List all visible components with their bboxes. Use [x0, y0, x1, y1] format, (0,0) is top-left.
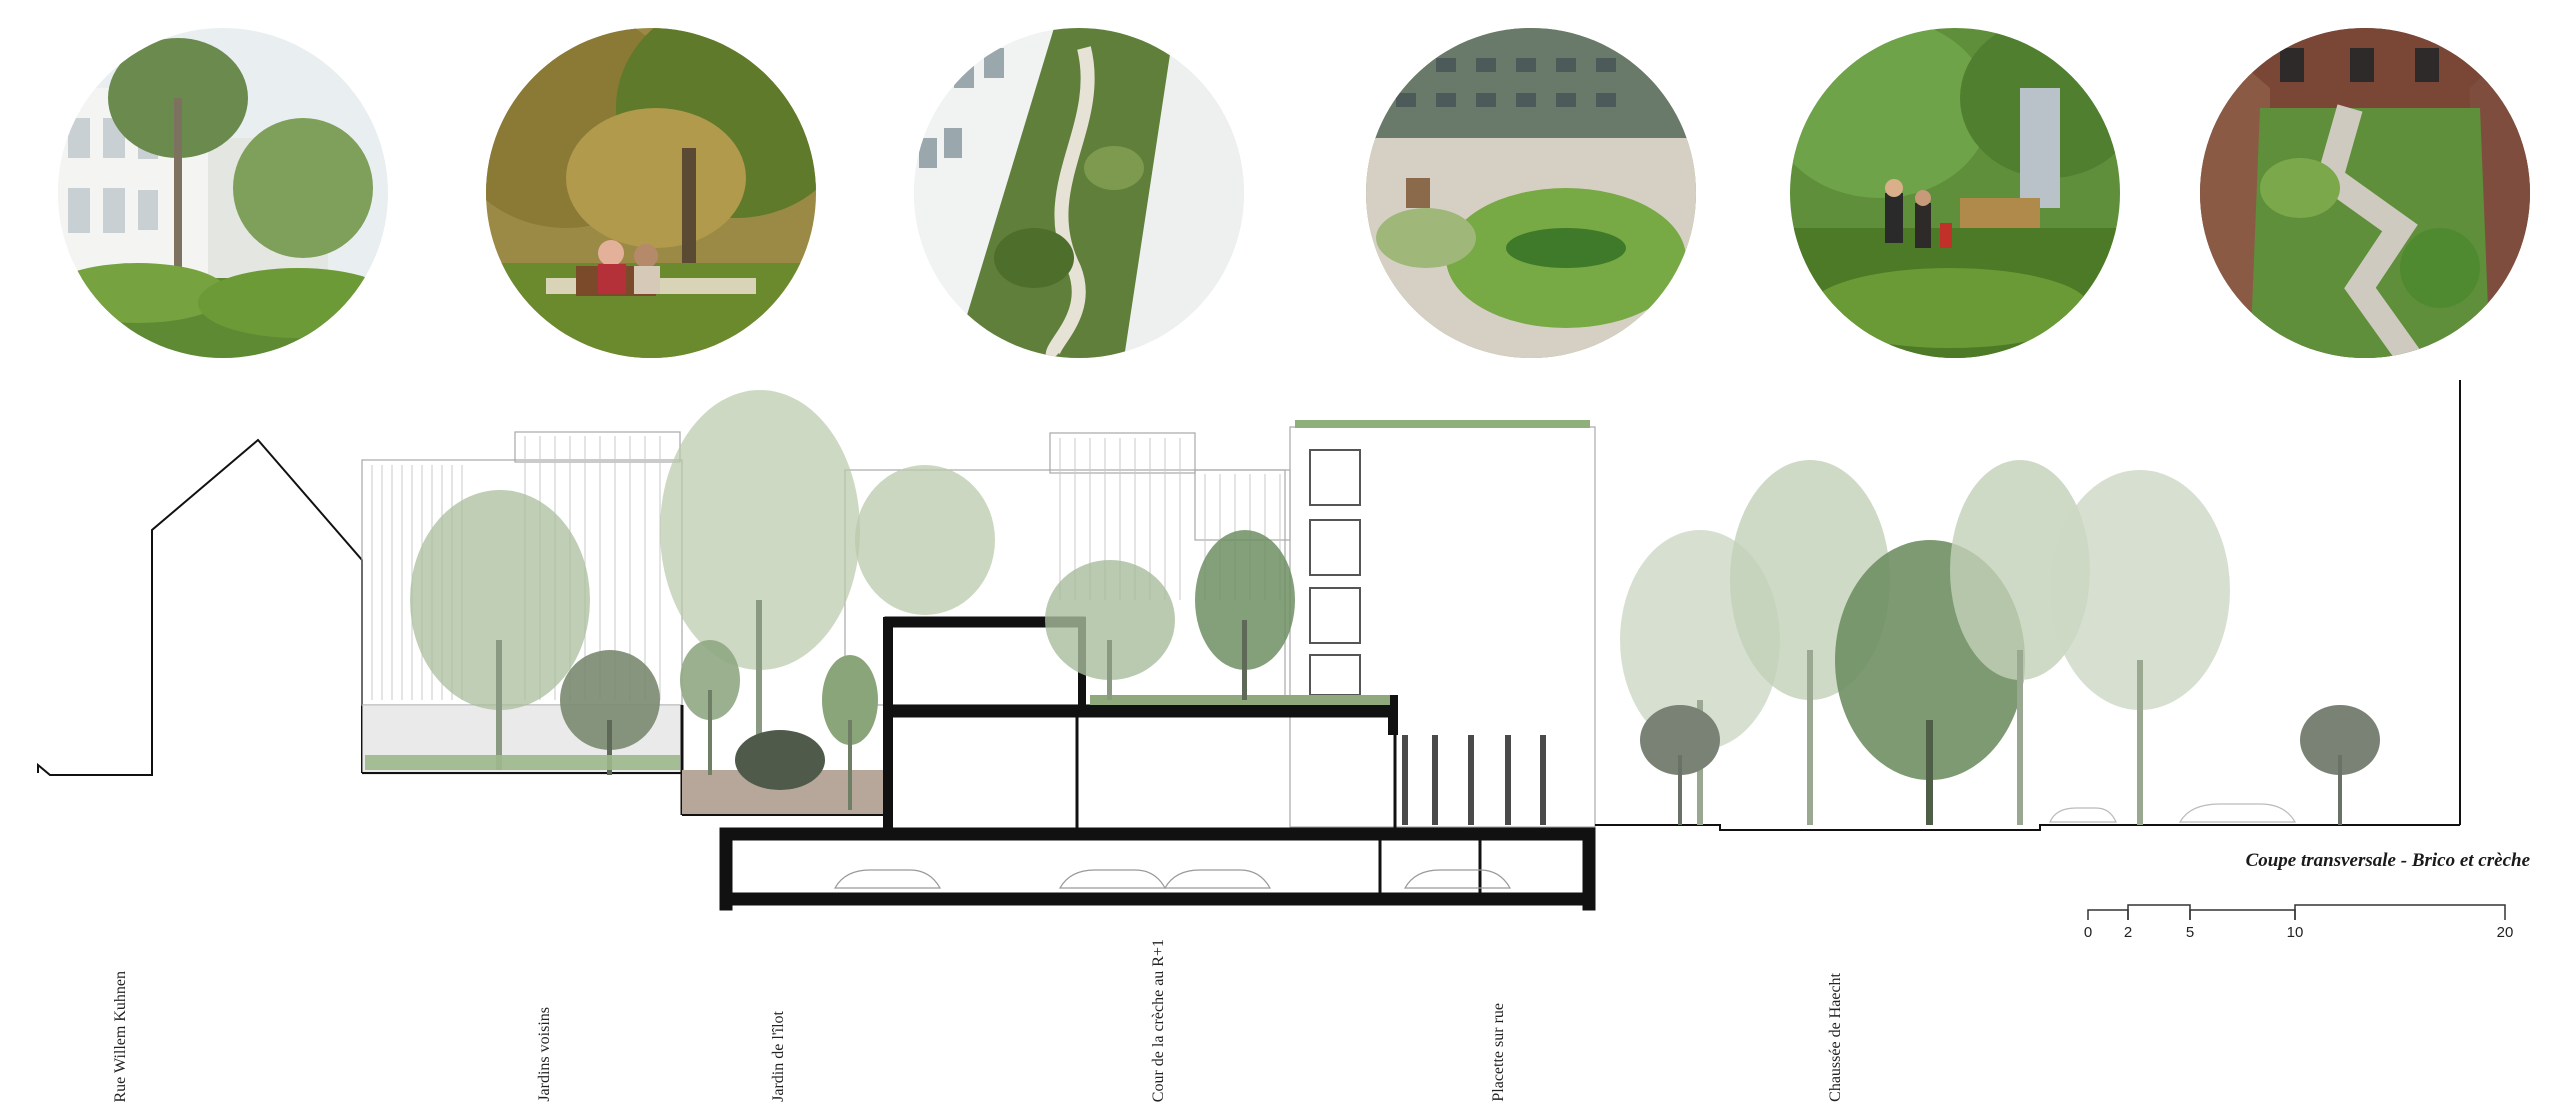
- scale-tick-label: 0: [2083, 924, 2093, 941]
- section-title: Coupe transversale - Brico et crèche: [2245, 850, 2530, 871]
- tree-creche-3: [1195, 530, 1295, 700]
- tree-street-small-right: [2300, 705, 2380, 825]
- location-label-jardins-voisins: Jardins voisins: [536, 1007, 553, 1102]
- scale-tick-label: 5: [2185, 924, 2195, 941]
- location-label-cour-creche: Cour de la crèche au R+1: [1150, 938, 1167, 1102]
- tree-islet: [680, 640, 740, 775]
- tree-street-small-left: [1640, 705, 1720, 825]
- tree-neighbour-1: [410, 490, 590, 770]
- trees: [410, 390, 2380, 825]
- location-label-placette: Placette sur rue: [1490, 1003, 1507, 1102]
- scale-tick-label: 10: [2286, 924, 2304, 941]
- location-label-rue-willem-kuhnen: Rue Willem Kuhnen: [112, 970, 129, 1102]
- photo-aerial-courtyard: [914, 28, 1244, 358]
- green-roof: [1295, 420, 1590, 428]
- photo-park-bench: [486, 28, 816, 358]
- house-outline: [37, 438, 363, 776]
- tree-small-islet: [822, 655, 878, 810]
- tree-shrub-islet: [735, 730, 825, 790]
- scale-tick-label: 2: [2123, 924, 2133, 941]
- location-label-jardin-ilot: Jardin de l'îlot: [770, 1011, 787, 1102]
- parked-cars: [833, 869, 1512, 889]
- scale-bar: [2087, 904, 2506, 920]
- street-cars: [2049, 803, 2297, 823]
- tree-neighbour-dark: [560, 650, 660, 775]
- tree-creche-2: [1045, 560, 1175, 700]
- location-label-chaussee-haecht: Chaussée de Haecht: [1827, 973, 1844, 1102]
- tree-street-5: [2050, 470, 2230, 825]
- building-windows: [1309, 449, 1361, 696]
- tree-neighbour-2: [660, 390, 860, 770]
- tree-creche-1: [855, 465, 995, 615]
- placette-columns: [1402, 735, 1546, 825]
- scale-tick-label: 20: [2496, 924, 2514, 941]
- street-ground: [1595, 824, 2460, 831]
- basement-parking: [719, 827, 1596, 911]
- hedge-neighbour: [365, 755, 680, 770]
- roof-garden: [1090, 695, 1390, 705]
